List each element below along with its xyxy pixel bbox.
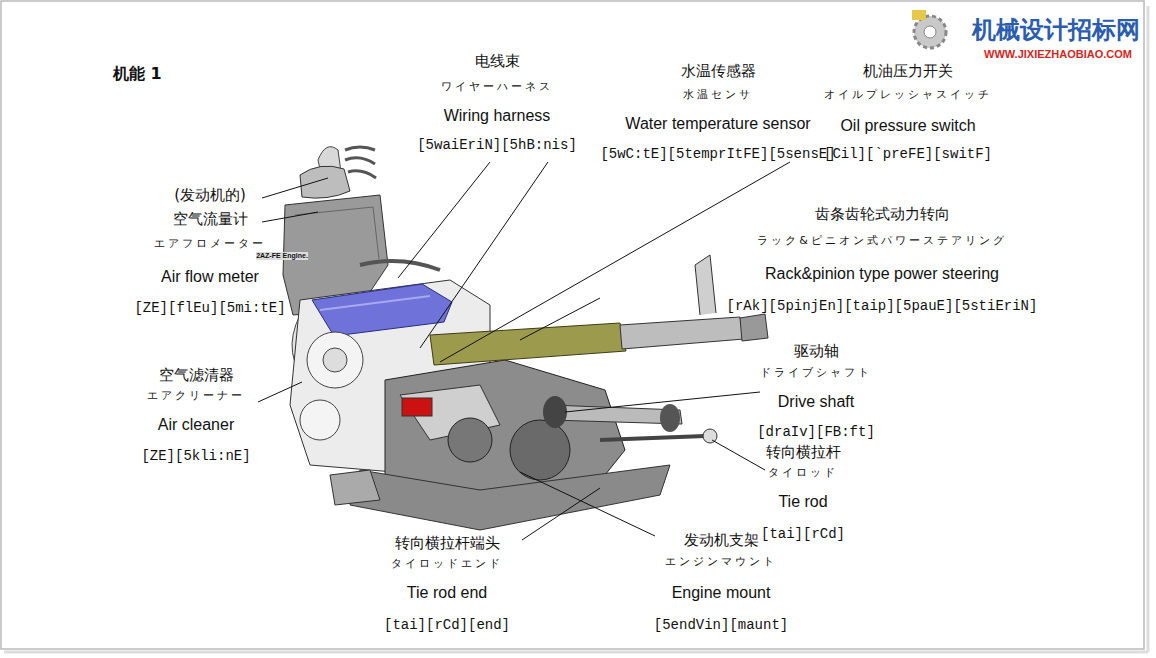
- part-name-jp: エアフロメーター: [154, 237, 266, 250]
- part-name-jp: タイロッド: [768, 466, 838, 479]
- part-name-cn: 机油压力开关: [863, 62, 953, 80]
- page-title: 机能 1: [113, 64, 162, 83]
- part-name: Tie rod: [778, 492, 827, 511]
- part-name-cn: 水温传感器: [681, 62, 756, 80]
- part-name-cn: 电线束: [475, 52, 520, 70]
- phonetic: [ZE][5kli:nE]: [141, 448, 250, 465]
- part-name-cn: 空气滤清器: [159, 366, 234, 384]
- watermark: 机械设计招标网: [972, 16, 1140, 45]
- phonetic: [tai][rCd]: [761, 526, 845, 543]
- part-name-jp: ワイヤーハーネス: [441, 80, 553, 93]
- part-name-jp: オイルプレッシャスイッチ: [824, 88, 992, 101]
- part-name-cn: 发动机支架: [684, 531, 759, 549]
- part-name-jp: ドライブシャフト: [760, 366, 872, 379]
- part-name-cn: 空气流量计: [173, 210, 248, 228]
- part-name-cn: 齿条齿轮式动力转向: [815, 205, 950, 223]
- part-name: Engine mount: [672, 583, 771, 602]
- part-name: Air cleaner: [158, 415, 234, 434]
- watermark-url: WWW.JIXIEZHAOBIAO.COM: [984, 48, 1132, 61]
- part-name: Oil pressure switch: [840, 116, 975, 135]
- part-name-cn: (发动机的): [174, 186, 246, 204]
- phonetic: [Cil][`preFE][switF]: [824, 146, 992, 163]
- part-name-cn: 转向横拉杆: [766, 443, 841, 461]
- part-name: Drive shaft: [778, 392, 854, 411]
- part-name: Water temperature sensor: [625, 114, 810, 133]
- part-name-jp: タイロッドエンド: [391, 557, 503, 570]
- engine-code: 2AZ-FE Engine.: [256, 252, 308, 260]
- part-name-jp: 水温センサ: [683, 88, 753, 101]
- phonetic: [tai][rCd][end]: [384, 617, 510, 634]
- phonetic: [rAk][5pinjEn][taip][5pauE][5stiEriN]: [727, 298, 1038, 315]
- phonetic: [5wC:tE][5temprItFE][5sensE]: [600, 146, 835, 163]
- part-name: Wiring harness: [444, 106, 551, 125]
- phonetic: [5waiEriN][5hB:nis]: [417, 137, 577, 154]
- part-name: Air flow meter: [161, 267, 259, 286]
- part-name-jp: エアクリーナー: [147, 389, 245, 402]
- part-name-jp: ラック&ピニオン式パワーステアリング: [757, 234, 1007, 247]
- phonetic: [5endVin][maunt]: [654, 617, 788, 634]
- part-name: Tie rod end: [407, 583, 487, 602]
- part-name-cn: 驱动轴: [794, 342, 839, 360]
- part-name-cn: 转向横拉杆端头: [395, 534, 500, 552]
- phonetic: [draIv][FB:ft]: [757, 424, 875, 441]
- part-name-jp: エンジンマウント: [665, 555, 777, 568]
- phonetic: [ZE][flEu][5mi:tE]: [134, 300, 285, 317]
- part-name: Rack&pinion type power steering: [765, 264, 999, 283]
